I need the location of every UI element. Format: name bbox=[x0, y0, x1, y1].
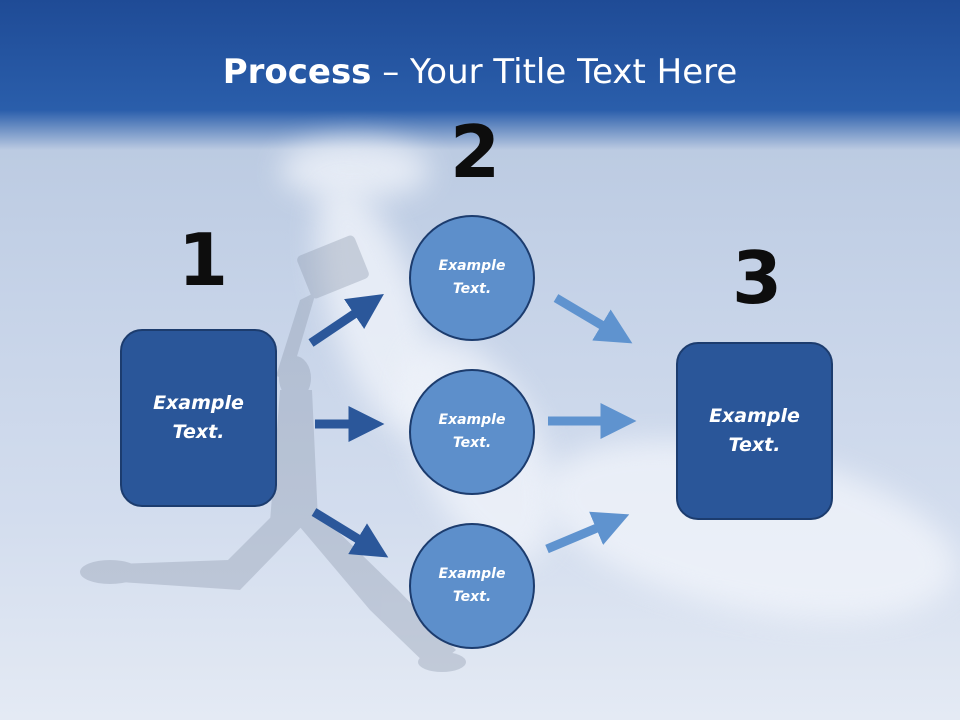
step-number-1: 1 bbox=[178, 218, 229, 302]
title-bold: Process bbox=[222, 52, 372, 92]
step-2-circle-middle[interactable]: Example Text. bbox=[409, 369, 535, 495]
step-3-label: Example Text. bbox=[709, 405, 800, 456]
step-1-label: Example Text. bbox=[153, 392, 244, 443]
arrow-1-to-top bbox=[308, 293, 384, 347]
circle-bottom-label: Example Text. bbox=[438, 566, 506, 605]
step-number-2: 2 bbox=[450, 110, 501, 194]
step-2-circle-bottom[interactable]: Example Text. bbox=[409, 523, 535, 649]
step-2-circle-top[interactable]: Example Text. bbox=[409, 215, 535, 341]
step-1-box[interactable]: Example Text. bbox=[120, 329, 277, 507]
circle-middle-label: Example Text. bbox=[438, 412, 506, 451]
arrow-bottom-to-3 bbox=[545, 511, 630, 554]
circle-top-label: Example Text. bbox=[438, 258, 506, 297]
arrow-1-to-bottom bbox=[311, 508, 389, 558]
step-3-box[interactable]: Example Text. bbox=[676, 342, 833, 520]
title-rest: – Your Title Text Here bbox=[371, 52, 738, 92]
jumping-man-image bbox=[80, 235, 466, 672]
arrow-top-to-3 bbox=[553, 294, 633, 344]
step-number-3: 3 bbox=[732, 236, 783, 320]
slide-title: Process – Your Title Text Here bbox=[0, 52, 960, 92]
